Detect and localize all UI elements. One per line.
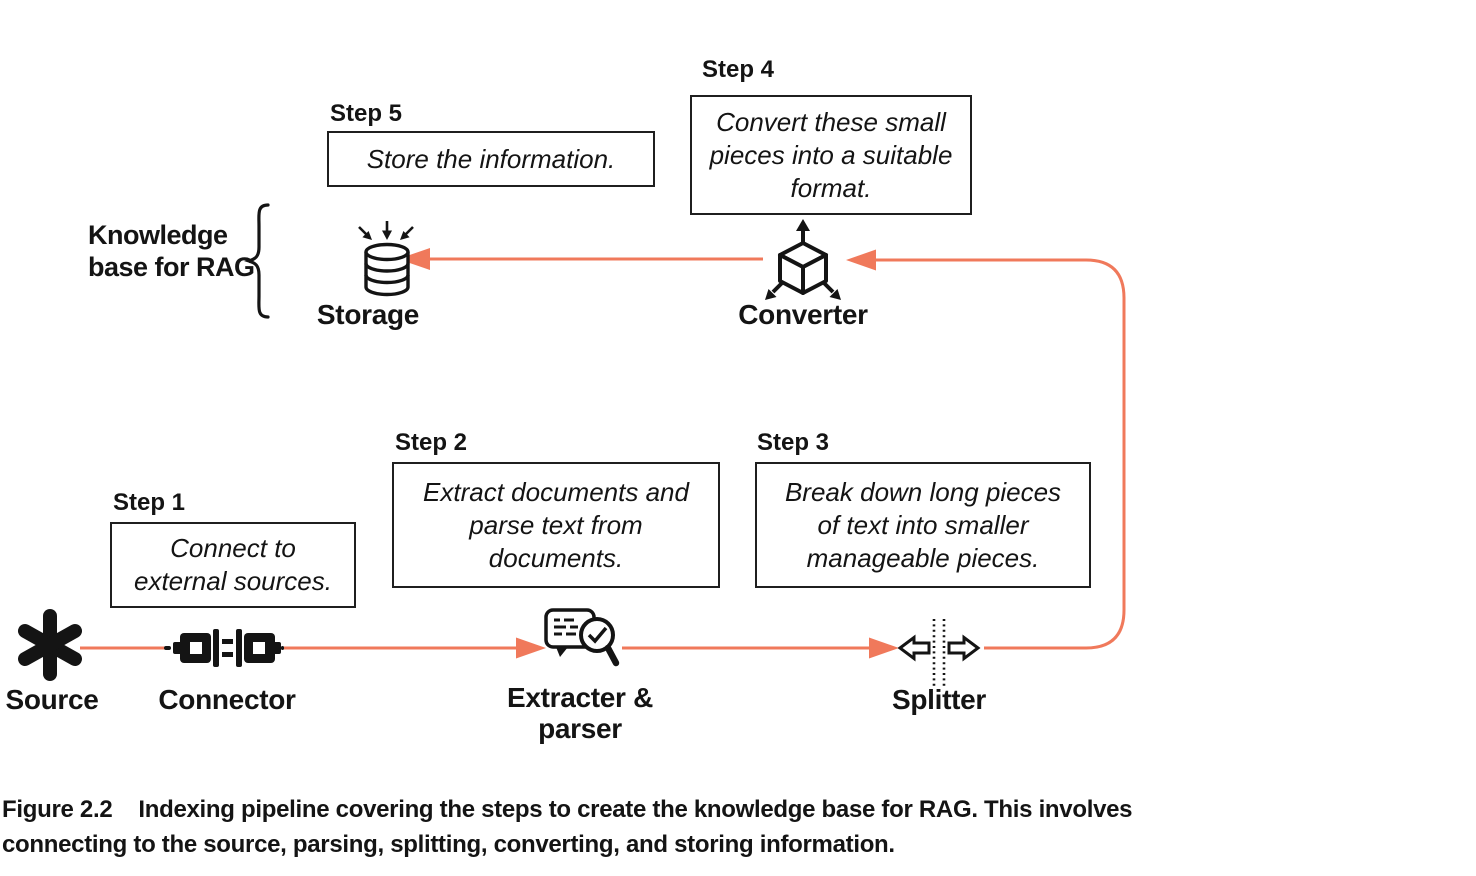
extracter-label-line2: parser [538,713,622,744]
cube-arrows-icon [765,219,841,300]
note-line: external sources. [134,566,332,596]
step1-title: Step 1 [113,489,186,516]
note-line: Connect to [170,533,296,563]
connector-label: Connector [158,684,296,715]
note-line: Break down long pieces [784,476,1062,507]
curly-brace [243,203,270,319]
figure-number: Figure 2.2 [2,796,113,823]
caption-text-1: Indexing pipeline covering the steps to … [138,796,1133,823]
arrowhead-into-splitter [869,637,899,659]
note-line: documents. [488,542,624,573]
note-line: format. [790,172,872,203]
plug-connector-icon [164,629,284,667]
document-magnifier-icon [544,608,620,667]
note-line: of text into smaller [817,509,1029,540]
step5-title: Step 5 [330,100,403,127]
step3-box: Break down long pieces of text into smal… [755,462,1091,588]
note-line: Store the information. [366,143,616,174]
arrowhead-into-storage [398,248,430,270]
extracter-label-line1: Extracter & [506,682,654,713]
split-arrows-icon [897,619,981,689]
step4-title: Step 4 [702,56,775,83]
caption-line2: connecting to the source, parsing, split… [2,831,895,858]
splitter-label: Splitter [891,684,987,715]
knowledge-base-line1: Knowledge [88,220,228,250]
arrowhead-into-converter [846,249,876,271]
converter-label: Converter [738,299,868,330]
note-line: Convert these small [716,106,946,137]
knowledge-base-line2: base for RAG [88,252,255,282]
step3-title: Step 3 [757,429,830,456]
figure-caption: Figure 2.2 Indexing pipeline covering the… [2,792,1133,862]
arrowhead-into-extracter [516,637,546,659]
note-line: Extract documents and [423,476,689,507]
note-line: parse text from [469,509,643,540]
step1-box: Connect to external sources. [110,522,356,608]
knowledge-base-label: Knowledge base for RAG [88,219,255,283]
step2-title: Step 2 [395,429,468,456]
note-line: pieces into a suitable [709,139,953,170]
database-icon [358,221,414,297]
arrow-line-splitter-to-converter [876,258,1126,650]
note-line: manageable pieces. [806,542,1040,573]
asterisk-icon [18,609,82,681]
source-label: Source [5,684,99,715]
step5-box: Store the information. [327,131,655,187]
step4-box: Convert these small pieces into a suitab… [690,95,972,215]
extracter-label: Extracter & parser [490,682,670,744]
caption-line1: Figure 2.2 Indexing pipeline covering the… [2,792,1133,827]
storage-label: Storage [316,299,420,330]
step2-box: Extract documents and parse text from do… [392,462,720,588]
